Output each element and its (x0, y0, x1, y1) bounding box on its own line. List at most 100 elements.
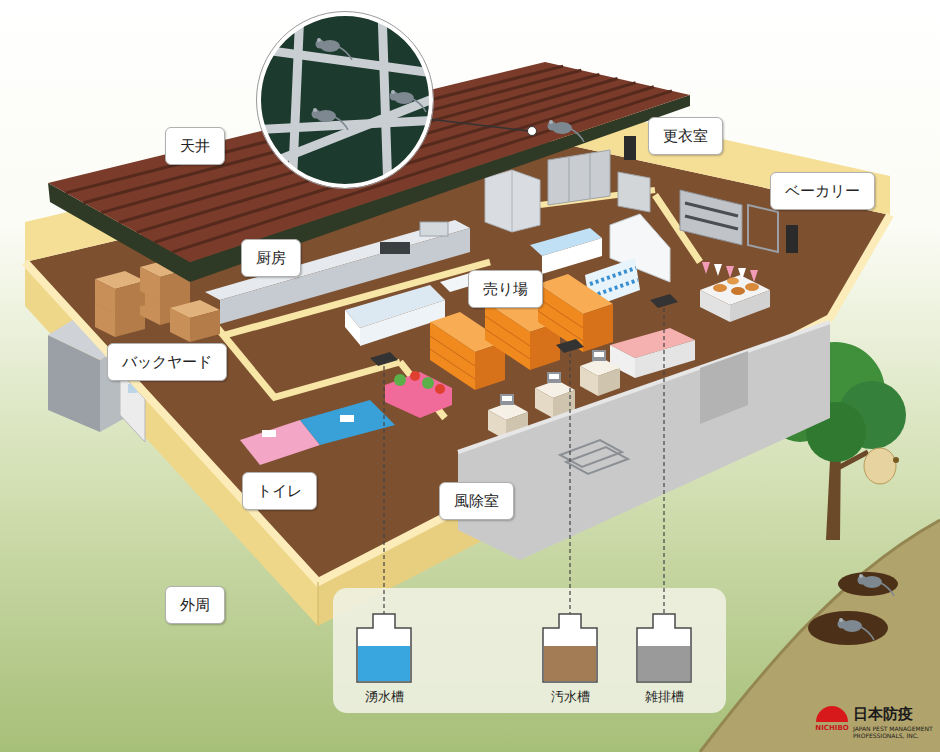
lockers (618, 172, 650, 212)
register (580, 350, 620, 396)
hornet (893, 457, 899, 463)
locker-line (569, 157, 570, 202)
tank-label: 雑排槽 (645, 690, 684, 704)
oven-slot (685, 203, 738, 216)
toilet-floor (300, 400, 395, 445)
bread-rack (748, 205, 778, 252)
vegetable (394, 374, 406, 386)
hornet-nest (864, 448, 896, 484)
tank-panel (333, 588, 726, 713)
floor-drain (650, 294, 678, 308)
room-label: ベーカリー (770, 172, 875, 210)
mouse (316, 38, 353, 60)
bread-display (700, 290, 730, 322)
bottles (592, 280, 638, 296)
burrow (808, 611, 888, 645)
room-label-text: バックヤード (122, 353, 212, 371)
room-label-text: 更衣室 (663, 127, 708, 145)
sink (262, 430, 276, 437)
facade-wall (458, 322, 830, 560)
cardboard-box (95, 271, 145, 313)
room-label: 天井 (165, 127, 225, 165)
room-label-text: トイレ (257, 482, 302, 500)
room-label: バックヤード (107, 343, 227, 381)
vegetable (422, 377, 434, 389)
room-label: 更衣室 (648, 117, 723, 155)
bread (727, 278, 739, 285)
leader-line (428, 119, 529, 131)
bread (745, 283, 759, 291)
mouse (838, 618, 875, 640)
mouse (548, 120, 585, 142)
floor-drain (556, 339, 584, 353)
door (624, 136, 636, 160)
logo-text: JAPAN PEST MANAGEMENT PROFESSIONALS, INC… (853, 726, 935, 739)
sink (340, 415, 354, 422)
mouse (312, 108, 349, 130)
wall-rim (25, 215, 890, 582)
mouse (390, 90, 427, 112)
room-label-text: 厨房 (256, 249, 286, 267)
tank (543, 614, 597, 682)
drain-pipe (663, 308, 664, 614)
room-label: 厨房 (241, 239, 301, 277)
interior-wall (272, 362, 400, 398)
drain-pipe (383, 366, 384, 614)
mouse (858, 574, 895, 596)
shutter (700, 351, 748, 424)
display-case (345, 310, 360, 345)
refrigerator-line (512, 170, 513, 232)
pennant (726, 266, 734, 278)
tank (357, 614, 411, 682)
room-label-text: 外周 (180, 596, 210, 614)
tank-label: 湧水槽 (365, 690, 404, 704)
door (786, 225, 798, 253)
display-case (542, 238, 602, 274)
zoom-ground (255, 10, 435, 190)
cardboard-box (170, 300, 220, 342)
logo-text: NICHIBO (815, 725, 848, 733)
wall-corner (317, 582, 319, 626)
vegetable (410, 371, 420, 381)
tank-liquid (544, 646, 596, 681)
oven (680, 190, 742, 245)
pennant (738, 268, 746, 280)
fryer (420, 222, 448, 236)
tank-label: 汚水槽 (551, 690, 590, 704)
zoom-ring (259, 14, 431, 186)
room-label: トイレ (242, 472, 317, 510)
room-label-text: 風除室 (454, 492, 499, 510)
room-label-text: 天井 (180, 137, 210, 155)
ceiling-pipes (250, 10, 440, 192)
oven-slot (685, 216, 738, 229)
room-label-text: 売り場 (483, 280, 528, 298)
bread (731, 287, 745, 295)
pipe (292, 10, 300, 192)
bottles (590, 268, 636, 284)
logo-sun (816, 706, 848, 722)
drain-pipe (569, 353, 570, 614)
tank-liquid (638, 646, 690, 681)
room-label-text: ベーカリー (785, 182, 860, 200)
ceiling-zoom (250, 10, 440, 192)
pennant (702, 262, 710, 274)
produce-display (385, 372, 452, 418)
gondola-shelf (538, 274, 613, 352)
zoom-ring (257, 12, 434, 189)
burrow (838, 572, 898, 596)
bread (713, 284, 727, 292)
pipe (382, 10, 388, 192)
locker-line (590, 153, 591, 199)
lockers (548, 150, 610, 205)
tank (637, 614, 691, 682)
logo-text: 日本防疫 (853, 706, 913, 723)
floor-drain (370, 352, 398, 366)
tank-liquid (358, 646, 410, 681)
leader-dot (528, 127, 537, 136)
facade-rim (458, 322, 830, 452)
stove (380, 242, 410, 254)
room-label: 外周 (165, 586, 225, 624)
room-label: 風除室 (439, 482, 514, 520)
